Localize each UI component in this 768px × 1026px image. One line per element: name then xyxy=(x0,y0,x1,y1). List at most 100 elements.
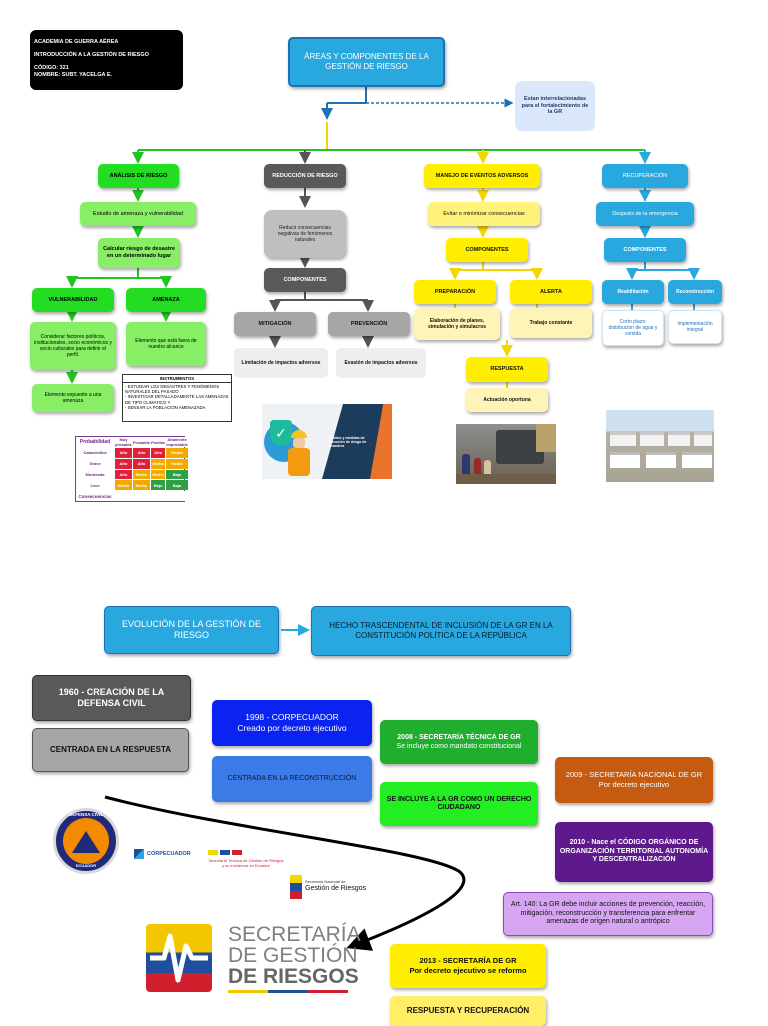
evolution-title: EVOLUCIÓN DE LA GESTIÓN DE RIESGO xyxy=(104,606,279,654)
analisis-study: Estudio de amenaza y vulnerabilidad xyxy=(80,202,196,226)
reconstruction-shelters-photo xyxy=(606,410,714,482)
matrix-col-header: Probable xyxy=(132,437,151,447)
reconstruccion-text: Implementación integral xyxy=(668,310,722,344)
analisis-calc: Calcular riesgo de desastre en un determ… xyxy=(98,238,180,268)
matrix-col-header: Altamente improbable xyxy=(166,437,188,447)
amenaza-title: AMENAZA xyxy=(126,288,206,312)
matrix-cell: Medio xyxy=(166,448,188,458)
matrix-cell: Alto xyxy=(115,458,132,469)
milestone-2009-title: 2009 - SECRETARÍA NACIONAL DE GR xyxy=(565,770,703,780)
reduccion-title: REDUCCIÓN DE RIESGO xyxy=(264,164,346,188)
matrix-cell: Bajo xyxy=(166,469,188,480)
matrix-cell: Alto xyxy=(132,458,151,469)
matrix-cons-label: Consecuencias xyxy=(76,491,114,501)
defensa-civil-logo: DEFENSA CIVIL ECUADOR xyxy=(53,808,119,874)
matrix-cell: Alto xyxy=(151,448,166,458)
matrix-prob-label: Probabilidad xyxy=(76,437,114,447)
respuesta-text: Actuación oportuna xyxy=(466,388,548,412)
milestone-2013-title: 2013 - SECRETARÍA DE GR xyxy=(419,956,517,966)
matrix-row-label: Leve xyxy=(76,480,114,491)
manejo-components: COMPONENTES xyxy=(446,238,528,262)
respuesta-title: RESPUESTA xyxy=(466,357,548,382)
matrix-cell: Alto xyxy=(115,469,132,480)
milestone-2008: 2008 - SECRETARÍA TÉCNICA DE GR Se inclu… xyxy=(380,720,538,764)
mitigacion-text: Limitación de impactos adversos xyxy=(234,348,328,378)
sgr-logo: SECRETARÍA DE GESTIÓN DE RIESGOS xyxy=(146,924,361,994)
matrix-cell: Medio xyxy=(132,469,151,480)
preparacion-text: Elaboración de planes, simulación y simu… xyxy=(414,308,500,340)
milestone-2013: 2013 - SECRETARÍA DE GR Por decreto ejec… xyxy=(390,944,546,988)
matrix-row-label: Catastrófica xyxy=(76,448,114,458)
shield-icon: ✓ xyxy=(270,420,292,446)
milestone-1960: 1960 - CREACIÓN DE LA DEFENSA CIVIL xyxy=(32,675,191,721)
vulnerabilidad-title: VULNERABILIDAD xyxy=(32,288,114,312)
matrix-row-label: Grave xyxy=(76,458,114,469)
worker-icon xyxy=(286,430,312,476)
milestone-2013-focus: RESPUESTA Y RECUPERACIÓN xyxy=(390,996,546,1026)
main-title-box: ÁREAS Y COMPONENTES DE LA GESTIÓN DE RIE… xyxy=(288,37,445,87)
rehabilitacion-text: Corto plazo: distribución de agua y comi… xyxy=(602,310,664,346)
milestone-1998-sub: Creado por decreto ejecutivo xyxy=(237,723,347,733)
instruments-title: INSTRUMENTOS xyxy=(123,375,231,384)
matrix-col-header: Muy probable xyxy=(115,437,132,447)
milestone-1998-title: 1998 - CORPECUADOR xyxy=(245,711,339,722)
defensa-civil-logo-top-text: DEFENSA CIVIL xyxy=(68,812,104,817)
milestone-1998: 1998 - CORPECUADOR Creado por decreto ej… xyxy=(212,700,372,746)
alerta-title: ALERTA xyxy=(510,280,592,304)
rehabilitacion-title: Reabilitación xyxy=(602,280,664,304)
corpecuador-logo-text: CORPECUADOR xyxy=(147,851,191,857)
vulnerabilidad-element: Elemento expuesto a una amenaza xyxy=(32,384,114,412)
matrix-row-label: Moderada xyxy=(76,469,114,480)
disaster-response-photo xyxy=(456,424,556,484)
matrix-cell: Medio xyxy=(115,480,132,491)
matrix-col-header: Posible xyxy=(151,437,166,447)
pulse-icon xyxy=(150,933,208,983)
info-line-course: INTRODUCCIÓN A LA GESTIÓN DE RIESGO xyxy=(34,51,149,58)
reduccion-components: COMPONENTES xyxy=(264,268,346,292)
milestone-2008-sub: Se incluye como mandato constitucional xyxy=(396,743,522,750)
recuperacion-title: RECUPERACIÓN xyxy=(602,164,688,188)
interrelated-note: Estan interrelacionadas para el fortalec… xyxy=(515,81,595,131)
constitution-milestone: HECHO TRASCENDENTAL DE INCLUSIÓN DE LA G… xyxy=(311,606,571,656)
prevencion-title: PREVENCIÓN xyxy=(328,312,410,336)
analisis-title: ANÁLISIS DE RIESGO xyxy=(98,164,179,188)
matrix-cell: Bajo xyxy=(166,480,188,491)
reduction-infographic-image: ✓ Análisis y medidas de reducción de rie… xyxy=(262,404,392,479)
infographic-caption: Análisis y medidas de reducción de riesg… xyxy=(328,436,367,449)
sngr-logo-small: Secretaria Nacional de xyxy=(305,879,346,885)
sgr-logo-mark xyxy=(146,924,212,992)
milestone-2009-sub: Por decreto ejecutivo xyxy=(598,780,670,789)
alerta-text: Trabajo constante xyxy=(510,308,592,338)
risk-matrix: Probabilidad Muy probable Probable Posib… xyxy=(75,436,188,502)
matrix-cell: Alto xyxy=(115,448,132,458)
amenaza-text: Elemento que está fuera de nuestro alcan… xyxy=(126,322,206,366)
reconstruccion-title: Reconstrucción xyxy=(668,280,722,304)
manejo-title: MANEJO DE EVENTOS ADVERSOS xyxy=(424,164,540,188)
stgr-logo-text: Secretaría Técnica de Gestión de Riesgos… xyxy=(208,858,284,868)
stgr-logo: Secretaría Técnica de Gestión de Riesgos… xyxy=(208,850,284,884)
matrix-cell: Bajo xyxy=(151,480,166,491)
reduccion-text: Reducir consecuencias negativas de fenóm… xyxy=(264,210,346,258)
matrix-cell: Alto xyxy=(132,448,151,458)
instrument-item: - ESTUDIAR LOS DESASTRES Y FENÓMENOS NAT… xyxy=(125,384,220,395)
preparacion-title: PREPARACIÓN xyxy=(414,280,496,304)
recuperacion-text: Después de la emergencia xyxy=(596,202,694,226)
matrix-cell: Medio xyxy=(151,469,166,480)
milestone-2009: 2009 - SECRETARÍA NACIONAL DE GR Por dec… xyxy=(555,757,713,803)
sgr-logo-line2: DE GESTIÓN xyxy=(228,944,358,967)
sngr-logo: Secretaria Nacional de Gestión de Riesgo… xyxy=(290,872,382,902)
prevencion-text: Evasión de impactos adversos xyxy=(336,348,426,378)
matrix-cell: Medio xyxy=(166,458,188,469)
instrument-item: - INVESTIGAR DETALLADAMENTE LAS AMENAZAS… xyxy=(125,394,229,405)
milestone-2008-focus: SE INCLUYE A LA GR COMO UN DERECHO CIUDA… xyxy=(380,782,538,826)
info-line-academy: ACADEMIA DE GUERRA AÉREA xyxy=(34,39,119,45)
milestone-2013-sub: Por decreto ejecutivo se reformo xyxy=(409,966,527,975)
corpecuador-logo: CORPECUADOR xyxy=(134,848,196,860)
sgr-logo-line3: DE RIESGOS xyxy=(228,965,359,988)
vulnerabilidad-text: Considerar factores políticos, instituci… xyxy=(30,322,116,370)
milestone-1998-focus: CENTRADA EN LA RECONSTRUCCIÓN xyxy=(212,756,372,802)
info-line-code: CÓDIGO: 321 xyxy=(34,64,69,71)
mitigacion-title: MITIGACIÓN xyxy=(234,312,316,336)
info-line-name: NOMBRE: SUBT. YACELGA E. xyxy=(34,71,113,78)
